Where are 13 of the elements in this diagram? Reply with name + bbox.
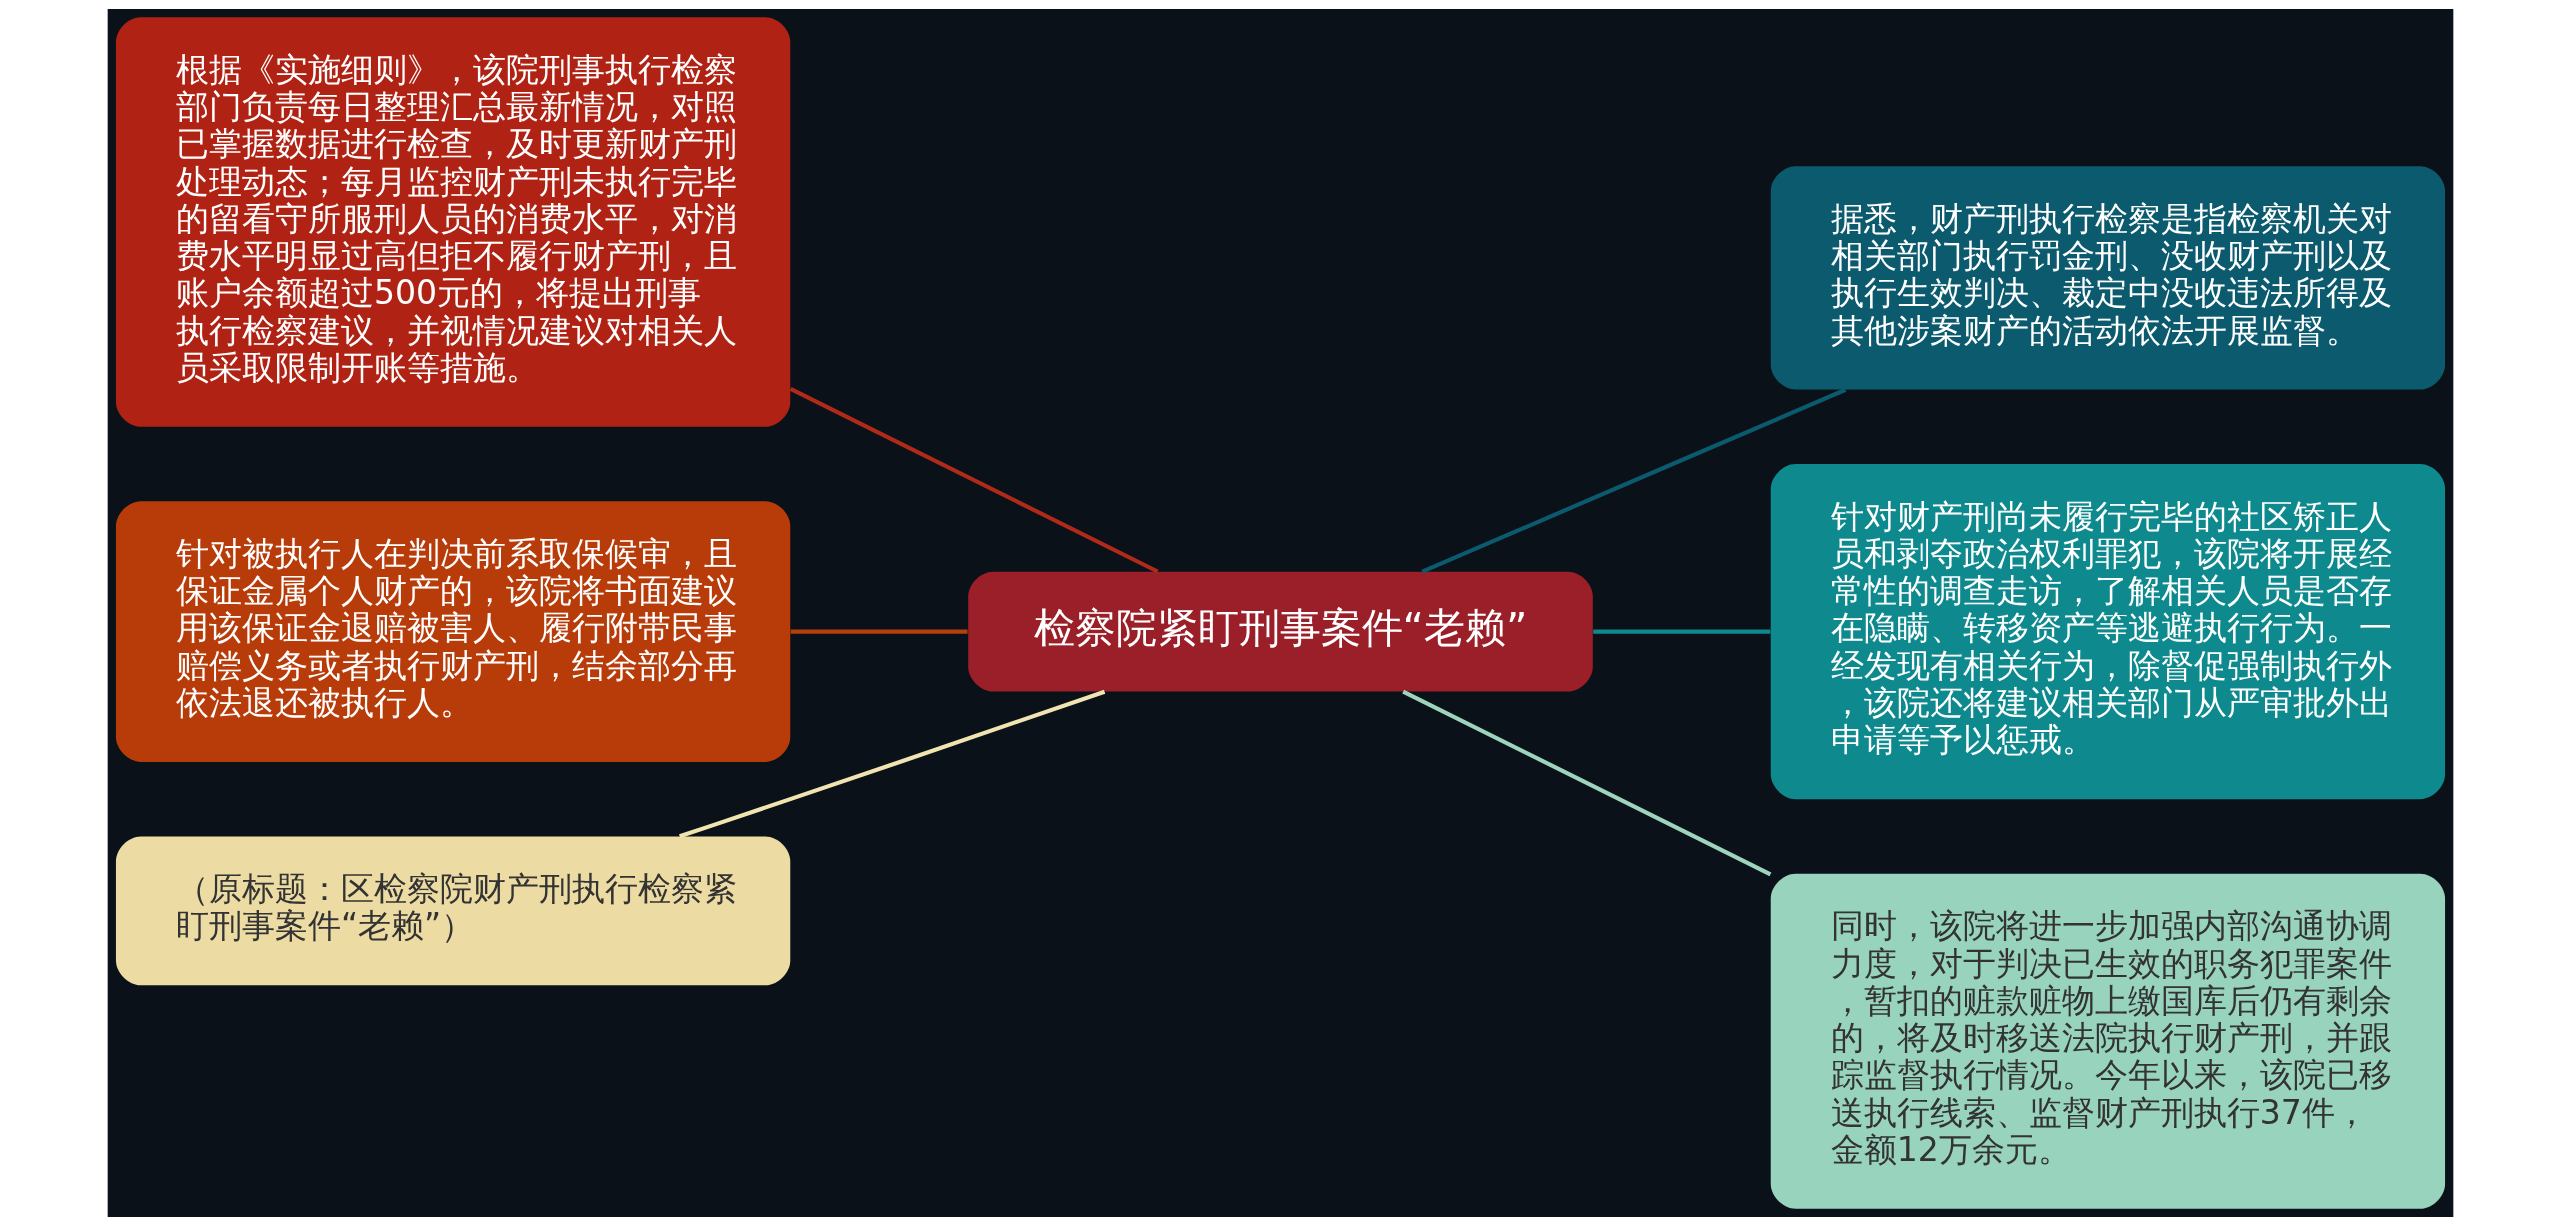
node-box: 根据《实施细则》，该院刑事执行检察部门负责每日整理汇总最新情况，对照已掌握数据进行检查，及时更新财产刑处理动态；每月监控财产刑未执行完毕的留看守所服刑人员的消费水平，对消费水平明显过高但拒不履行财产刑，且账户余额超过500元的，将提出刑事执行检察建议，并视情况建议对相关人员采取限制开账等措施。 xyxy=(115,16,790,427)
node-box: 同时，该院将进一步加强内部沟通协调力度，对于判决已生效的职务犯罪案件，暂扣的赃款赃物上缴国库后仍有剩余的，将及时移送法院执行财产刑，并跟踪监督执行情况。今年以来，该院已移送执行线索、监督财产刑执行37件，金额12万余元。 xyxy=(1770,873,2445,1209)
connector xyxy=(678,689,1105,838)
connector xyxy=(1592,629,1770,634)
connector xyxy=(1401,689,1771,876)
connector xyxy=(1420,387,1846,573)
node-box: （原标题：区检察院财产刑执行检察紧盯刑事案件“老赖”） xyxy=(115,835,790,985)
node-box: 针对被执行人在判决前系取保候审，且保证金属个人财产的，该院将书面建议用该保证金退赔被害人、履行附带民事赔偿义务或者执行财产刑，结余部分再依法退还被执行人。 xyxy=(115,500,790,762)
node-box: 检察院紧盯刑事案件“老赖” xyxy=(967,571,1593,692)
node-box: 针对财产刑尚未履行完毕的社区矫正人员和剥夺政治权利罪犯，该院将开展经常性的调查走访，了解相关人员是否存在隐瞒、转移资产等逃避执行行为。一经发现有相关行为，除督促强制执行外，该院还将建议相关部门从严审批外出申请等予以惩戒。 xyxy=(1770,463,2445,799)
node-box: 据悉，财产刑执行检察是指检察机关对相关部门执行罚金刑、没收财产刑以及执行生效判决、裁定中没收违法所得及其他涉案财产的活动依法开展监督。 xyxy=(1770,165,2445,390)
connector xyxy=(789,386,1158,573)
connector xyxy=(790,629,968,634)
